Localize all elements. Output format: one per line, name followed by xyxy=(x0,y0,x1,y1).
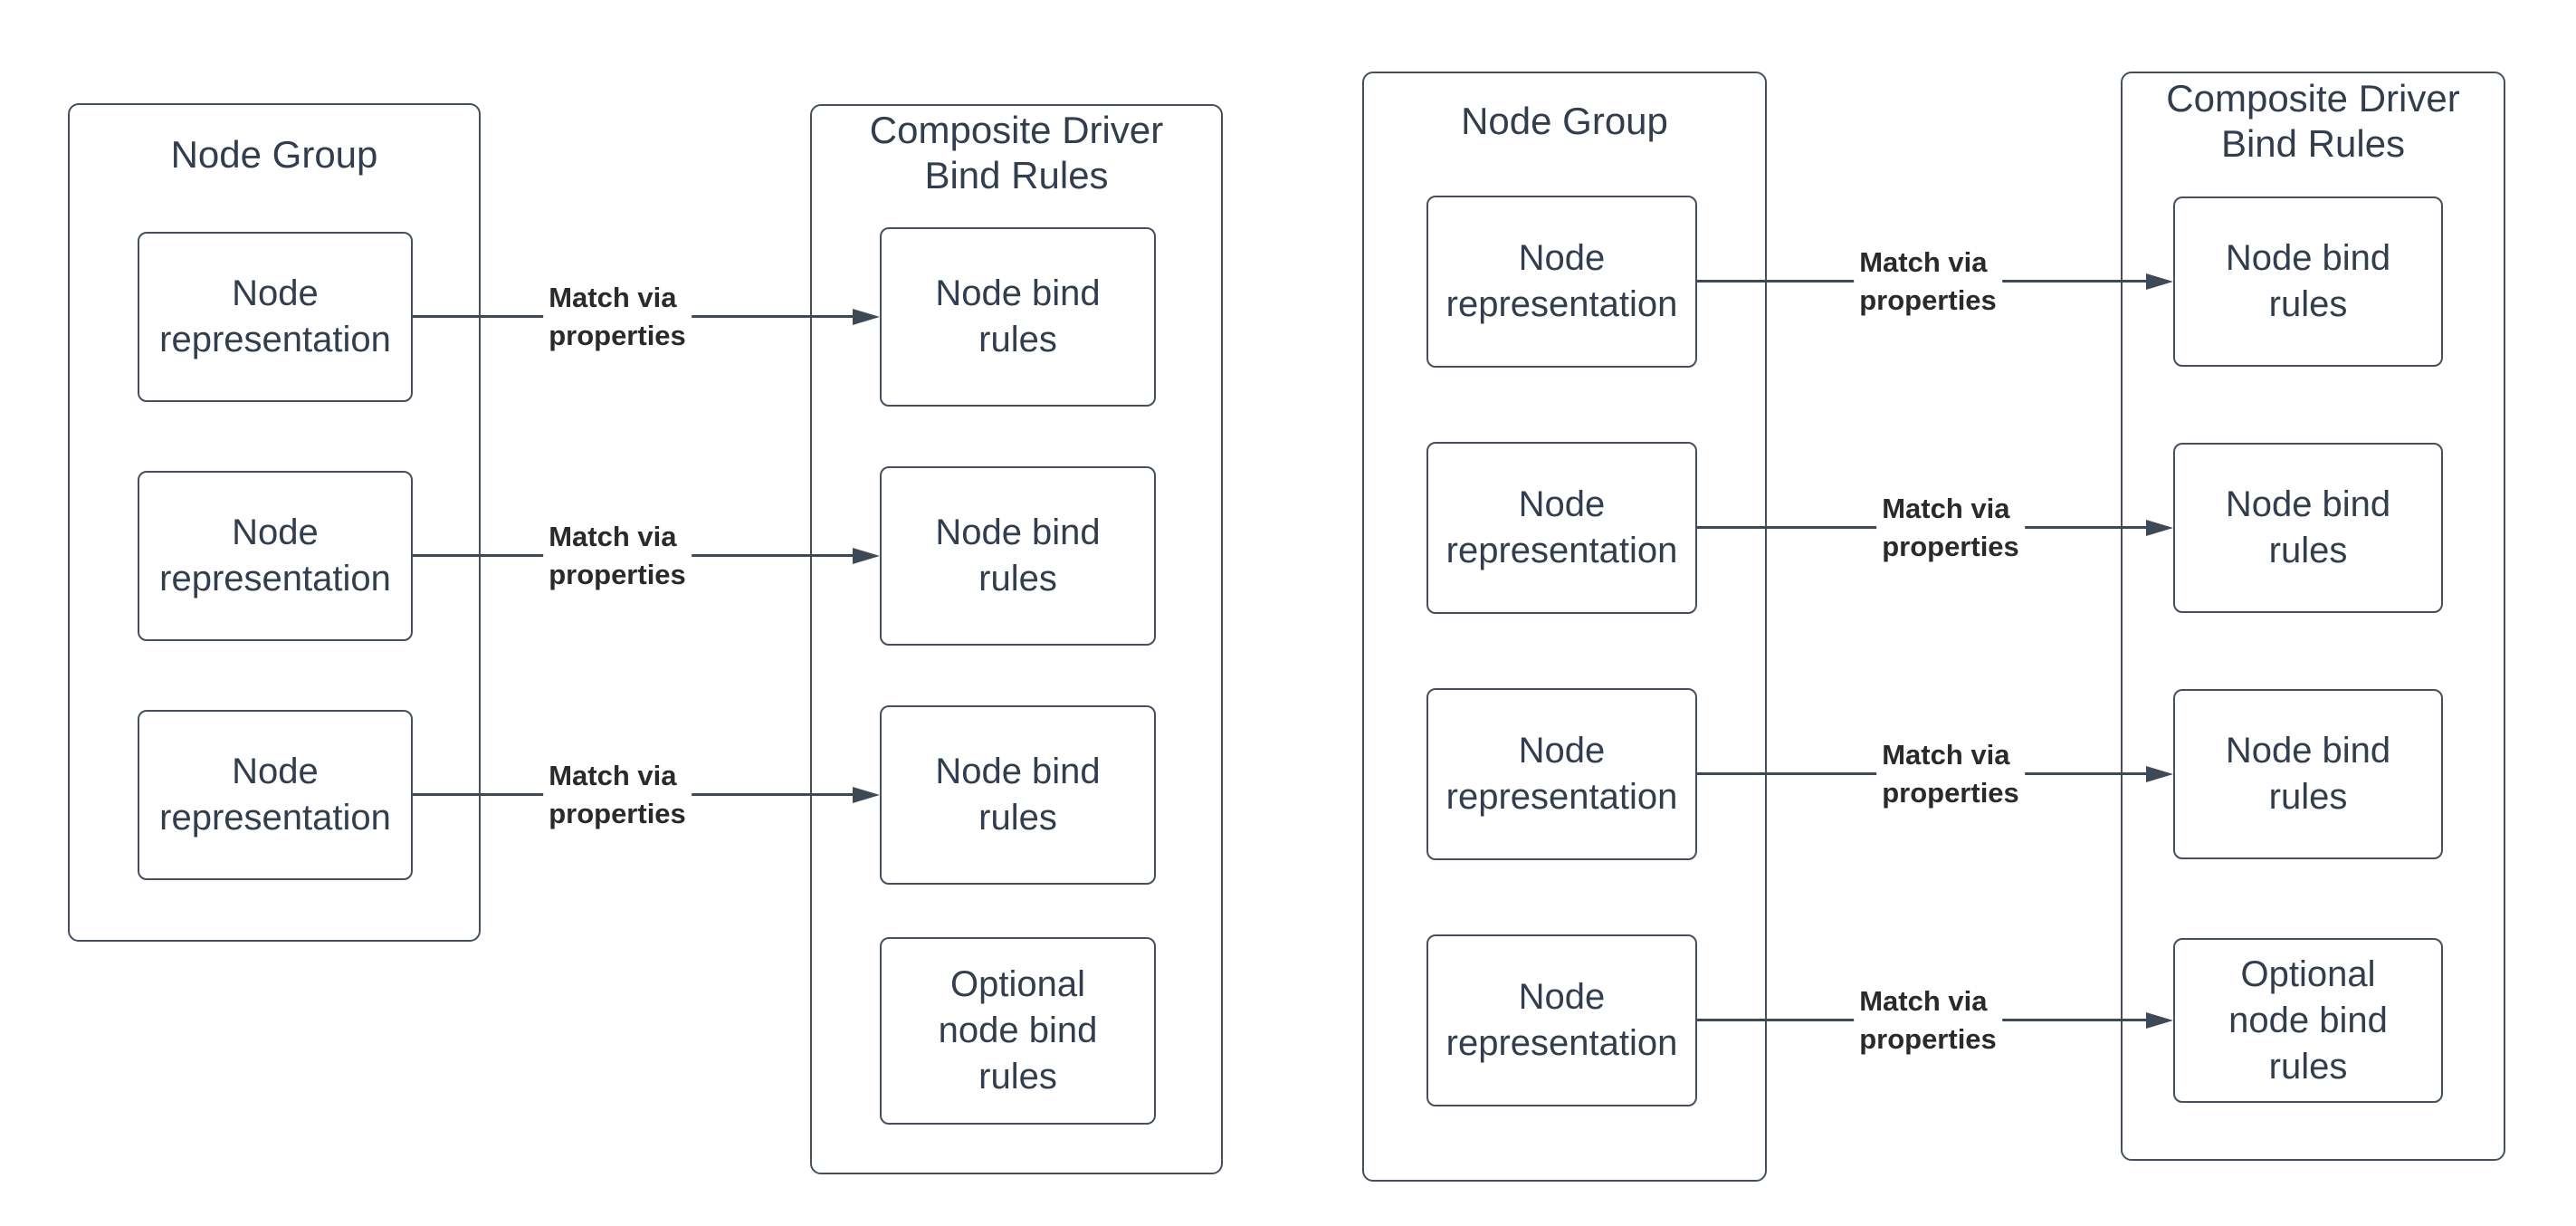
right-node-group-title: Node Group xyxy=(1461,100,1668,142)
right-arrowhead-icon-2 xyxy=(2146,520,2173,536)
right-node-representation-1: Node representation xyxy=(1426,196,1697,368)
left-arrowhead-icon-2 xyxy=(853,548,880,564)
right-edge-label-1: Match via properties xyxy=(1854,243,2002,321)
left-arrowhead-icon-1 xyxy=(853,309,880,325)
right-arrowhead-icon-1 xyxy=(2146,273,2173,290)
left-composite-driver-title: Composite Driver Bind Rules xyxy=(869,109,1164,196)
left-node-group-title: Node Group xyxy=(170,133,378,176)
left-node-bind-rules-3: Node bind rules xyxy=(880,705,1156,885)
left-node-representation-2: Node representation xyxy=(138,471,413,641)
right-node-representation-3: Node representation xyxy=(1426,688,1697,860)
left-edge-label-3: Match via properties xyxy=(543,756,692,834)
right-composite-driver-title: Composite Driver Bind Rules xyxy=(2166,77,2460,165)
left-node-representation-1: Node representation xyxy=(138,232,413,402)
right-node-bind-rules-3: Node bind rules xyxy=(2173,689,2443,859)
right-edge-label-4: Match via properties xyxy=(1854,982,2002,1059)
left-node-bind-rules-1: Node bind rules xyxy=(880,227,1156,407)
right-node-bind-rules-2: Node bind rules xyxy=(2173,443,2443,613)
right-node-bind-rules-1: Node bind rules xyxy=(2173,196,2443,367)
left-edge-label-2: Match via properties xyxy=(543,517,692,595)
left-arrowhead-icon-3 xyxy=(853,787,880,803)
right-edge-label-2: Match via properties xyxy=(1876,489,2025,567)
right-optional-node-bind-rules: Optional node bind rules xyxy=(2173,938,2443,1103)
right-arrowhead-icon-4 xyxy=(2146,1012,2173,1029)
left-optional-node-bind-rules: Optional node bind rules xyxy=(880,937,1156,1125)
right-node-representation-2: Node representation xyxy=(1426,442,1697,614)
left-node-representation-3: Node representation xyxy=(138,710,413,880)
right-edge-label-3: Match via properties xyxy=(1876,735,2025,813)
left-node-bind-rules-2: Node bind rules xyxy=(880,466,1156,646)
left-edge-label-1: Match via properties xyxy=(543,278,692,356)
right-node-representation-4: Node representation xyxy=(1426,934,1697,1106)
right-arrowhead-icon-3 xyxy=(2146,766,2173,782)
